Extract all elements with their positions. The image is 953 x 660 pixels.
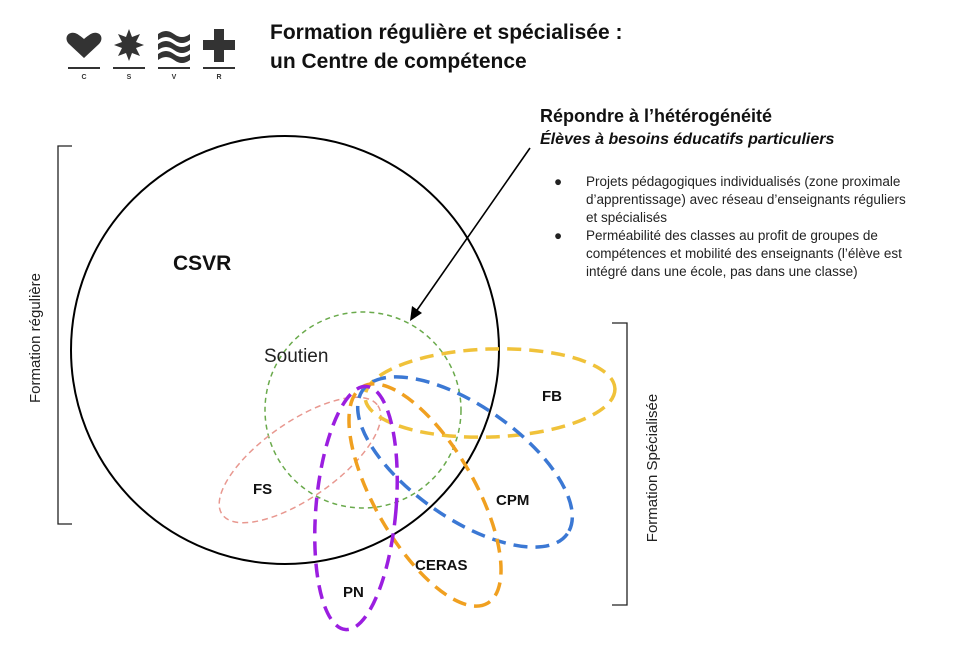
cross-icon xyxy=(203,29,235,62)
ceras-ellipse xyxy=(347,382,503,608)
left-side-label: Formation régulière xyxy=(27,273,44,403)
ceras-label: CERAS xyxy=(415,557,468,574)
logo-letter-s: S xyxy=(127,74,132,81)
waves-icon xyxy=(158,31,190,63)
arrow-line xyxy=(414,147,531,314)
csvr-label: CSVR xyxy=(173,252,231,275)
logo-letter-c: C xyxy=(81,74,86,81)
pn-ellipse xyxy=(313,384,399,632)
list-item: ●Perméabilité des classes au profit de g… xyxy=(554,228,902,279)
title-line-1: Formation régulière et spécialisée : xyxy=(270,21,623,44)
fb-ellipse xyxy=(363,347,617,439)
star-icon xyxy=(114,29,144,61)
right-side-label: Formation Spécialisée xyxy=(644,394,661,542)
fb-label: FB xyxy=(542,388,562,405)
logo-letter-v: V xyxy=(172,74,177,81)
csvr-circle xyxy=(70,135,500,565)
logo-letter-r: R xyxy=(216,74,221,81)
left-bracket xyxy=(57,145,72,525)
support-circle xyxy=(264,311,462,509)
cpm-label: CPM xyxy=(496,492,529,509)
csvr-logo: C S V R xyxy=(66,29,235,81)
pn-label: PN xyxy=(343,584,364,601)
heading-sub: Élèves à besoins éducatifs particuliers xyxy=(540,131,835,148)
heterogeneity-heading: Répondre à l’hétérogénéité Élèves à beso… xyxy=(540,104,834,152)
fs-label: FS xyxy=(253,481,272,498)
fs-ellipse xyxy=(218,396,382,524)
heart-icon xyxy=(66,32,102,58)
list-item: ●Projets pédagogiques individualisés (zo… xyxy=(554,174,906,225)
title-line-2: un Centre de compétence xyxy=(270,50,527,73)
heading-main: Répondre à l’hétérogénéité xyxy=(540,106,773,126)
support-label: Soutien xyxy=(264,346,328,367)
page-title: Formation régulière et spécialisée : un … xyxy=(270,18,622,76)
arrow-head xyxy=(410,306,422,321)
bullet-list: ●Projets pédagogiques individualisés (zo… xyxy=(552,173,912,281)
right-bracket xyxy=(612,322,628,606)
cpm-ellipse xyxy=(355,375,575,549)
